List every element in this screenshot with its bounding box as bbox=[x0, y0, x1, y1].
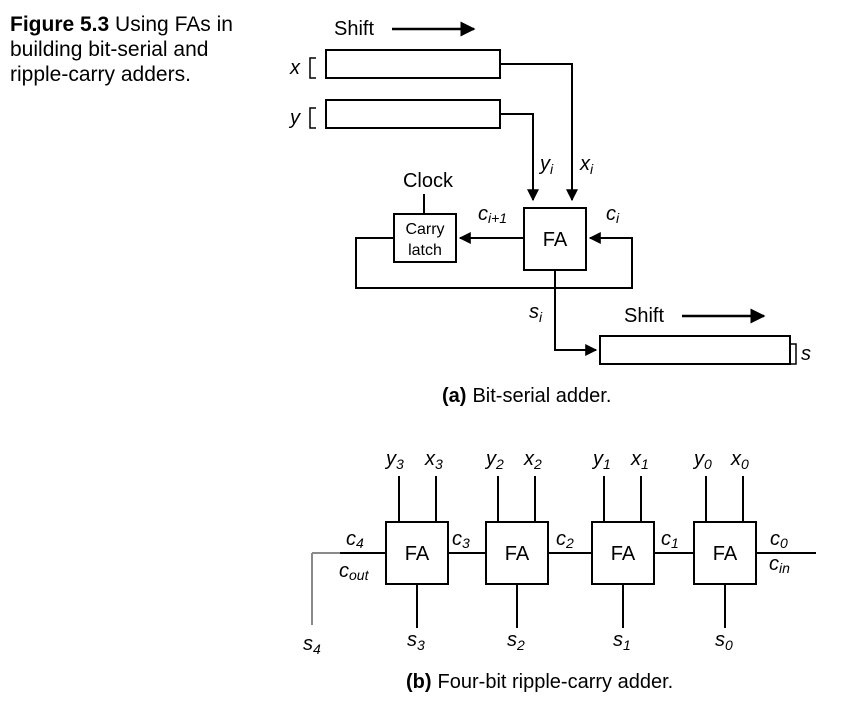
bit-serial-adder: Shift x y yi xi FA Clock Carry latch ci+… bbox=[288, 18, 811, 407]
yi-wire bbox=[500, 113, 539, 202]
cin-label: cin bbox=[769, 553, 790, 576]
fa-box-3 bbox=[385, 521, 449, 585]
xi-label: xi bbox=[579, 153, 594, 177]
y-label: y bbox=[288, 107, 301, 129]
figure-number: Figure 5.3 bbox=[10, 13, 110, 36]
s2-label: s2 bbox=[507, 629, 525, 653]
c1-label: c1 bbox=[661, 528, 679, 551]
c2-label: c2 bbox=[556, 528, 574, 551]
x-bracket bbox=[309, 57, 316, 79]
c0-label: c0 bbox=[770, 528, 788, 551]
ripple-carry-adder: FA FA FA FA y3 x3 y2 x2 y1 x1 y0 x0 c4 c… bbox=[303, 448, 816, 693]
s-label: s bbox=[801, 343, 811, 365]
x0-label: x0 bbox=[730, 448, 749, 472]
s4-label: s4 bbox=[303, 633, 321, 657]
fa-box-1 bbox=[591, 521, 655, 585]
y3-label: y3 bbox=[384, 448, 404, 472]
y1-label: y1 bbox=[591, 448, 611, 472]
s-bracket bbox=[790, 343, 797, 365]
x-register bbox=[325, 49, 501, 79]
fa-label-3: FA bbox=[405, 543, 430, 565]
ci-label: ci bbox=[606, 203, 620, 226]
s3-label: s3 bbox=[407, 629, 425, 653]
si-wire bbox=[554, 270, 598, 356]
shift-top-label: Shift bbox=[334, 18, 374, 40]
x2-label: x2 bbox=[523, 448, 542, 472]
figure-caption-text: Using FAs in building bit-serial and rip… bbox=[10, 13, 233, 86]
fa-box-serial bbox=[523, 207, 587, 271]
x-label: x bbox=[289, 57, 301, 79]
x3-label: x3 bbox=[424, 448, 443, 472]
fa-label-2: FA bbox=[505, 543, 530, 565]
ci1-label: ci+1 bbox=[478, 203, 507, 226]
carry-feedback-wire bbox=[355, 232, 633, 289]
y2-label: y2 bbox=[484, 448, 504, 472]
y-bracket bbox=[309, 107, 316, 129]
fa-label-serial: FA bbox=[543, 229, 568, 251]
caption-a: (a)Bit-serial adder. bbox=[442, 385, 611, 407]
yi-label: yi bbox=[538, 153, 554, 177]
carry-latch bbox=[393, 213, 457, 263]
cout-label: cout bbox=[339, 560, 370, 583]
xi-wire bbox=[500, 63, 578, 202]
c3-label: c3 bbox=[452, 528, 470, 551]
c4-label: c4 bbox=[346, 528, 364, 551]
y0-label: y0 bbox=[692, 448, 712, 472]
fa-label-0: FA bbox=[713, 543, 738, 565]
si-label: si bbox=[529, 301, 543, 325]
shift-bottom-label: Shift bbox=[624, 305, 664, 327]
clock-label: Clock bbox=[403, 170, 454, 192]
s-register bbox=[599, 335, 791, 365]
y-register bbox=[325, 99, 501, 129]
s1-label: s1 bbox=[613, 629, 631, 653]
fa-box-2 bbox=[485, 521, 549, 585]
fa-box-0 bbox=[693, 521, 757, 585]
figure-caption: Figure 5.3 Using FAs in building bit-ser… bbox=[10, 12, 260, 87]
carry-latch-line2: latch bbox=[408, 242, 442, 259]
fa-label-1: FA bbox=[611, 543, 636, 565]
carry-latch-line1: Carry bbox=[405, 221, 444, 238]
caption-b: (b)Four-bit ripple-carry adder. bbox=[406, 671, 673, 693]
s0-label: s0 bbox=[715, 629, 733, 653]
x1-label: x1 bbox=[630, 448, 649, 472]
